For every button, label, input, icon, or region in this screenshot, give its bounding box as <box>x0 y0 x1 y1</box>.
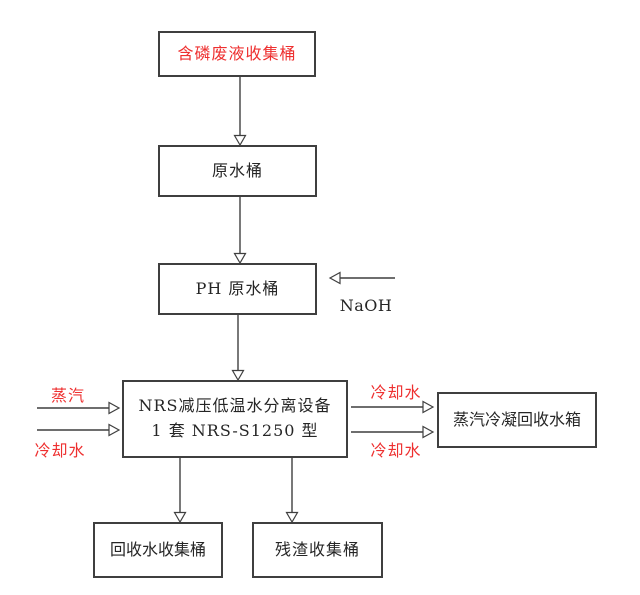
arrow-cooling-water-in <box>37 423 121 437</box>
label-steam-in: 蒸汽 <box>50 386 85 405</box>
node-separator-line2: 1 套 NRS-S1250 型 <box>151 421 319 440</box>
node-residue: 残渣收集桶 <box>252 522 383 578</box>
node-raw-water: 原水桶 <box>158 145 317 197</box>
arrow-ph-to-separator <box>231 315 245 382</box>
node-separator-label: NRS减压低温水分离设备 1 套 NRS-S1250 型 <box>138 394 331 444</box>
node-waste-collection-label: 含磷废液收集桶 <box>177 43 297 63</box>
node-separator: NRS减压低温水分离设备 1 套 NRS-S1250 型 <box>122 380 348 458</box>
node-residue-label: 残渣收集桶 <box>274 539 360 559</box>
node-ph-raw-water: PH 原水桶 <box>158 263 317 315</box>
node-ph-raw-water-label: PH 原水桶 <box>195 278 280 298</box>
arrow-naoh-in <box>328 271 395 285</box>
node-steam-condensate-tank-label: 蒸汽冷凝回收水箱 <box>452 409 581 429</box>
arrow-cooling-water-out-bottom <box>351 425 435 439</box>
arrow-separator-to-residue <box>285 458 299 524</box>
label-cooling-water-out-top: 冷却水 <box>370 383 422 402</box>
label-cooling-water-in: 冷却水 <box>34 441 86 460</box>
arrow-waste-to-raw <box>233 77 247 147</box>
node-separator-line1: NRS减压低温水分离设备 <box>138 396 332 416</box>
label-naoh: NaOH <box>339 296 393 315</box>
arrow-separator-to-recovered <box>173 458 187 524</box>
label-cooling-water-out-bottom: 冷却水 <box>370 441 422 460</box>
node-raw-water-label: 原水桶 <box>211 160 263 180</box>
arrow-cooling-water-out-top <box>351 400 435 414</box>
arrow-raw-to-ph <box>233 197 247 265</box>
node-recovered-water-label: 回收水收集桶 <box>109 539 206 559</box>
node-steam-condensate-tank: 蒸汽冷凝回收水箱 <box>437 392 597 448</box>
node-recovered-water: 回收水收集桶 <box>93 522 223 578</box>
node-waste-collection: 含磷废液收集桶 <box>158 31 316 77</box>
